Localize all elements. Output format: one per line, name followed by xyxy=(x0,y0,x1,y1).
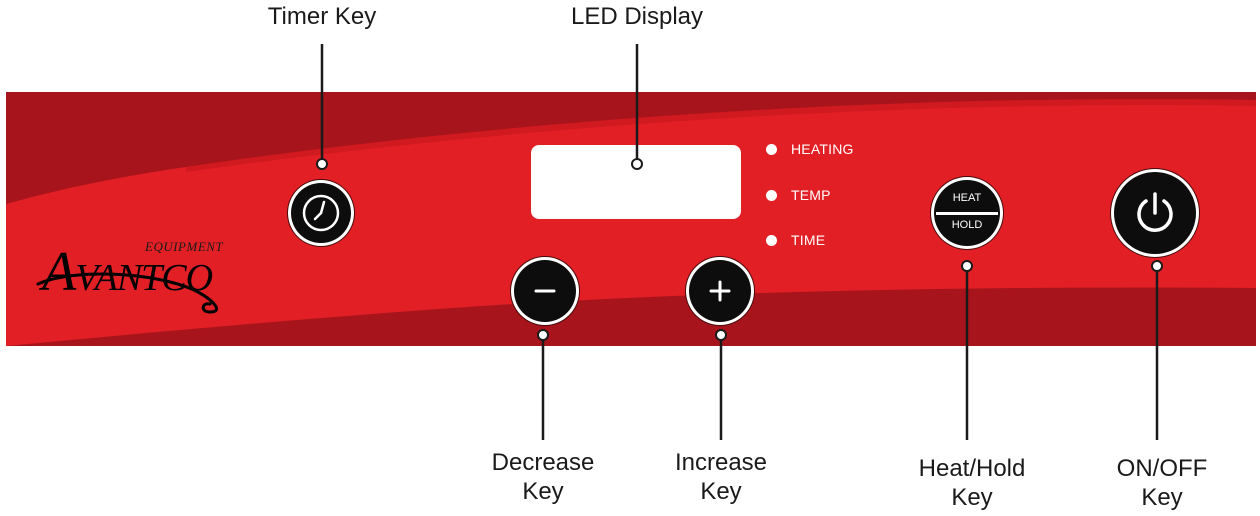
heat-label: HEAT xyxy=(952,192,982,204)
indicator-time-label: TIME xyxy=(791,232,826,248)
time-led xyxy=(766,234,777,246)
timer-key-label: Timer Key xyxy=(267,3,377,30)
heat-hold-button[interactable]: HEAT HOLD xyxy=(934,180,1000,246)
hold-label: HOLD xyxy=(951,219,983,231)
power-icon xyxy=(1137,192,1173,232)
brand-swoosh xyxy=(36,272,218,314)
brand-initial: A xyxy=(42,241,76,303)
heat-hold-key-label: Heat/Hold Key xyxy=(919,454,1026,512)
brand-tagline: EQUIPMENT xyxy=(145,239,224,254)
decrease-key-label-line2: Key xyxy=(522,478,564,505)
on-off-key-label: ON/OFF Key xyxy=(1117,454,1208,512)
minus-icon xyxy=(534,289,556,293)
on-off-key-label-line1: ON/OFF xyxy=(1116,455,1208,482)
increase-key-label-line2: Key xyxy=(700,478,742,505)
heat-hold-divider xyxy=(936,212,998,215)
led-display-label: LED Display xyxy=(570,3,704,30)
plus-icon xyxy=(709,280,731,302)
temp-led xyxy=(766,189,777,201)
clock-icon xyxy=(302,194,340,232)
power-button[interactable] xyxy=(1114,172,1196,254)
heating-led xyxy=(766,143,777,155)
increase-key-label-line1: Increase xyxy=(674,449,768,476)
timer-button[interactable] xyxy=(291,183,351,243)
indicator-temp: TEMP xyxy=(766,187,831,203)
indicator-temp-label: TEMP xyxy=(791,187,831,203)
heat-hold-key-label-line1: Heat/Hold xyxy=(918,455,1026,482)
decrease-button[interactable] xyxy=(514,260,576,322)
indicator-heating: HEATING xyxy=(766,141,854,157)
led-display xyxy=(531,145,741,219)
indicator-time: TIME xyxy=(766,232,825,248)
on-off-key-label-line2: Key xyxy=(1141,484,1183,511)
decrease-key-label: Decrease Key xyxy=(492,448,595,506)
indicator-heating-label: HEATING xyxy=(791,141,854,157)
heat-hold-key-label-line2: Key xyxy=(951,484,993,511)
decrease-key-label-line1: Decrease xyxy=(491,449,595,476)
increase-button[interactable] xyxy=(689,260,751,322)
increase-key-label: Increase Key xyxy=(675,448,767,506)
